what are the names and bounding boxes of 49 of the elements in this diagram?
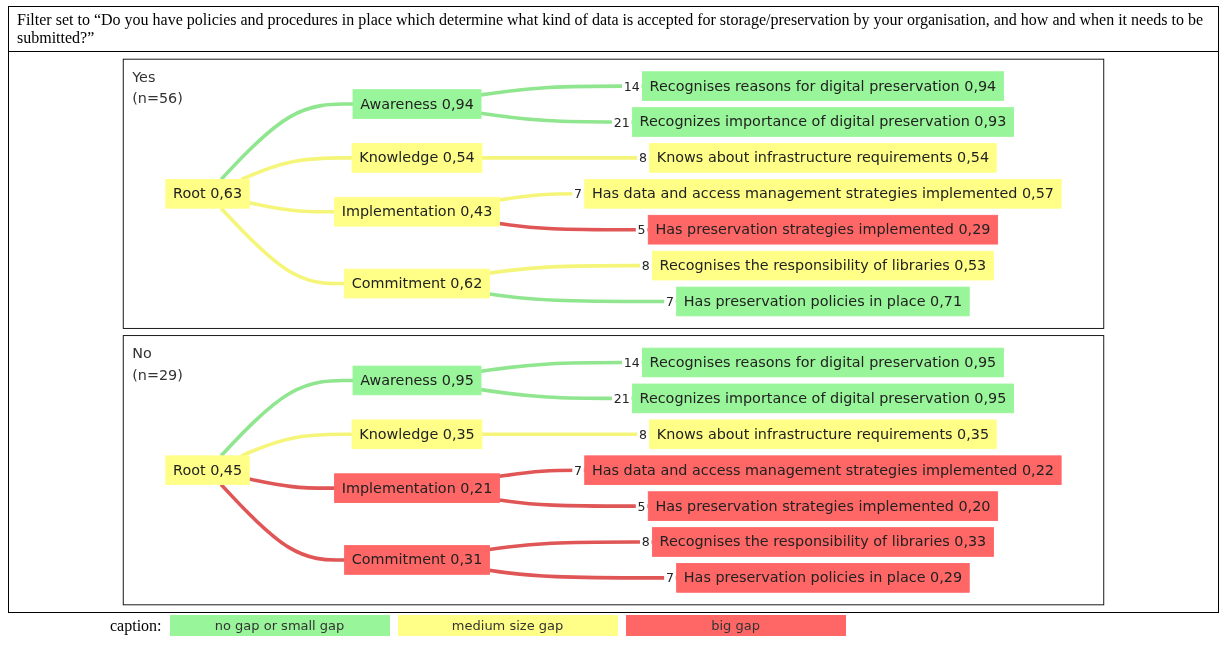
- count-label: 7: [665, 294, 674, 309]
- node-box: Has preservation strategies implemented 0,20: [647, 491, 999, 521]
- node-box: Has data and access management strategies implemented 0,22: [584, 455, 1062, 485]
- count-label: 7: [574, 462, 583, 478]
- node-box: Root 0,45: [165, 455, 250, 485]
- connector: [219, 483, 345, 562]
- count-label: 8: [638, 150, 647, 166]
- node-box: Recognises the responsibility of libraries 0,53: [651, 250, 994, 281]
- connector: [219, 102, 353, 181]
- count-label: 8: [641, 258, 650, 274]
- count-label: 21: [613, 114, 630, 130]
- count-label: 8: [638, 426, 647, 442]
- count-label: 21: [613, 390, 630, 406]
- node-box: Commitment 0,31: [344, 545, 490, 575]
- legend-swatch: medium size gap: [397, 615, 618, 636]
- connector: [240, 432, 353, 458]
- node-box: Knowledge 0,35: [351, 419, 483, 450]
- node-box: Recognizes importance of digital preservation 0,95: [631, 383, 1014, 414]
- count-label: 14: [623, 355, 640, 370]
- node-box: Has preservation strategies implemented 0,29: [647, 214, 999, 245]
- node-box: Implementation 0,21: [334, 473, 500, 503]
- node-box: Implementation 0,43: [334, 196, 500, 227]
- connector: [248, 477, 335, 490]
- filter-heading: Filter set to “Do you have policies and procedures in place which determine what kind of data is accepted for storage/preservation by your organisation, and how and when it needs to be submitted?”: [8, 6, 1219, 52]
- node-box: Has preservation policies in place 0,71: [676, 286, 970, 317]
- node-box: Recognizes importance of digital preservation 0,93: [631, 107, 1014, 137]
- connector: [248, 200, 335, 214]
- count-label: 14: [623, 78, 640, 94]
- legend-swatch: no gap or small gap: [169, 615, 390, 636]
- legend-swatch: big gap: [625, 615, 846, 636]
- node-box: Knows about infrastructure requirements 0,54: [649, 143, 997, 173]
- node-box: Has preservation policies in place 0,29: [676, 563, 970, 593]
- connector: [219, 378, 353, 458]
- node-box: Recognises reasons for digital preservation 0,95: [642, 347, 1004, 378]
- node-box: Recognises the responsibility of libraries 0,33: [651, 527, 994, 557]
- node-box: Knowledge 0,54: [351, 143, 483, 173]
- node-box: Has data and access management strategies implemented 0,57: [584, 179, 1062, 209]
- count-label: 7: [665, 570, 674, 586]
- count-label: 5: [637, 222, 646, 238]
- node-box: Recognises reasons for digital preservation 0,94: [642, 71, 1004, 101]
- node-box: Root 0,63: [165, 179, 250, 209]
- count-label: 8: [641, 534, 650, 550]
- count-label: 5: [637, 498, 646, 514]
- count-label: 7: [574, 186, 583, 202]
- node-box: Knows about infrastructure requirements 0,35: [649, 419, 997, 450]
- caption-label: caption:: [110, 616, 162, 635]
- node-box: Awareness 0,95: [352, 365, 482, 396]
- node-box: Awareness 0,94: [352, 89, 482, 119]
- node-box: Commitment 0,62: [344, 268, 490, 299]
